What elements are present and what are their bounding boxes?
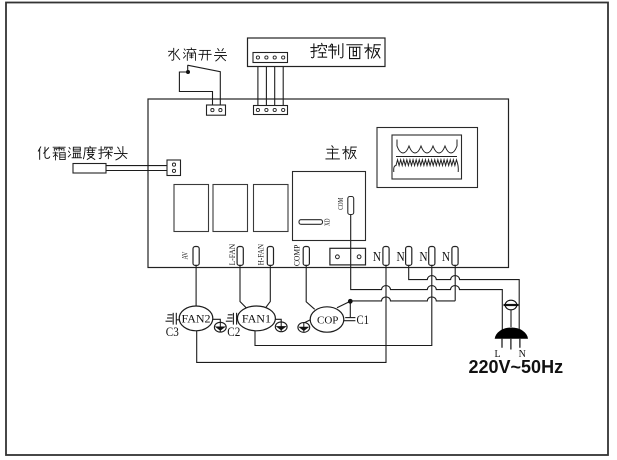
svg-text:XD: XD [323, 218, 331, 226]
svg-text:FAN1: FAN1 [242, 311, 271, 325]
svg-text:FAN2: FAN2 [181, 311, 210, 325]
svg-text:N: N [397, 249, 405, 264]
svg-text:220V~50Hz: 220V~50Hz [469, 357, 564, 377]
svg-text:N: N [419, 249, 427, 264]
svg-text:C1: C1 [357, 313, 370, 327]
svg-text:N: N [519, 349, 526, 360]
svg-text:L: L [494, 349, 500, 360]
svg-text:COMP: COMP [292, 244, 301, 266]
svg-text:C3: C3 [166, 325, 179, 339]
svg-text:N: N [442, 249, 450, 264]
svg-text:COP: COP [317, 314, 338, 326]
svg-text:L-FAN: L-FAN [228, 244, 237, 266]
svg-text:H-FAN: H-FAN [257, 244, 266, 266]
svg-text:C2: C2 [227, 325, 240, 339]
svg-text:COM: COM [337, 197, 345, 210]
svg-text:N: N [373, 249, 381, 264]
svg-text:AV: AV [181, 252, 190, 260]
